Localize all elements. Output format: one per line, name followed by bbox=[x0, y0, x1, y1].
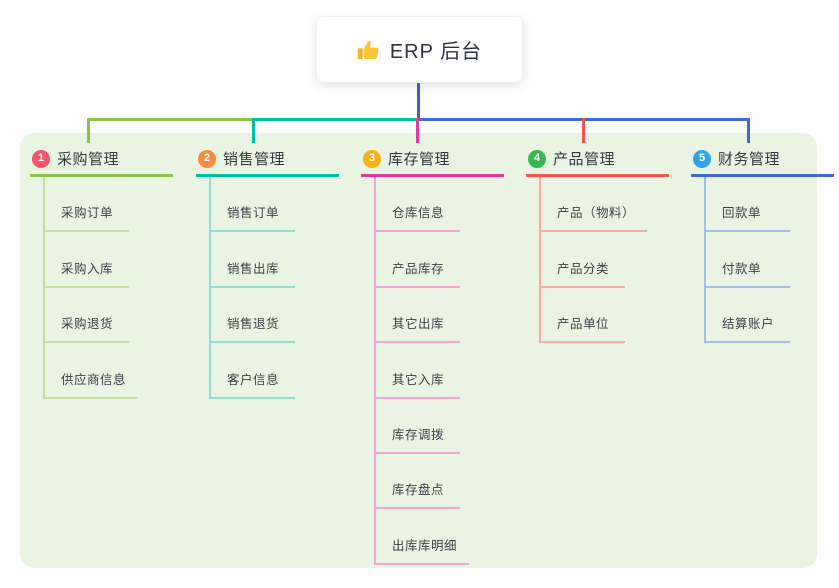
branch-number: 2 bbox=[203, 152, 211, 164]
child-node[interactable]: 其它出库 bbox=[376, 288, 460, 344]
branch-children: 仓库信息 产品库存 其它出库 其它入库 库存调拨 库存盘点 出库库明细 bbox=[374, 177, 470, 565]
child-node[interactable]: 客户信息 bbox=[211, 343, 295, 399]
child-node[interactable]: 销售订单 bbox=[211, 177, 295, 233]
branch: 5 财务管理 回款单 付款单 结算账户 bbox=[691, 143, 834, 344]
child-node[interactable]: 库存盘点 bbox=[376, 454, 460, 510]
child-node-label: 产品库存 bbox=[392, 261, 445, 276]
branch-number: 3 bbox=[368, 152, 376, 164]
child-node-label: 出库库明细 bbox=[392, 538, 458, 553]
branch-number-badge: 3 bbox=[363, 149, 381, 168]
child-node[interactable]: 付款单 bbox=[706, 232, 790, 288]
child-node-label: 采购订单 bbox=[61, 206, 114, 221]
child-node-label: 付款单 bbox=[722, 261, 762, 276]
child-node-label: 仓库信息 bbox=[392, 206, 445, 221]
child-node[interactable]: 采购订单 bbox=[45, 177, 129, 233]
child-node-label: 回款单 bbox=[722, 206, 762, 221]
root-node[interactable]: ERP 后台 bbox=[316, 16, 523, 83]
thumbs-up-icon bbox=[357, 40, 379, 59]
child-node[interactable]: 库存调拨 bbox=[376, 399, 460, 454]
child-node-label: 客户信息 bbox=[227, 372, 280, 387]
branch-label: 采购管理 bbox=[57, 151, 120, 168]
root-title: ERP 后台 bbox=[389, 41, 483, 63]
branch-label: 财务管理 bbox=[718, 151, 781, 168]
branch-label: 销售管理 bbox=[223, 151, 286, 168]
child-node-label: 产品单位 bbox=[557, 317, 610, 332]
child-node[interactable]: 产品单位 bbox=[541, 288, 625, 344]
child-node-label: 产品（物料） bbox=[557, 206, 636, 221]
child-node[interactable]: 销售退货 bbox=[211, 288, 295, 344]
branch-children: 回款单 付款单 结算账户 bbox=[704, 177, 790, 344]
child-node[interactable]: 采购退货 bbox=[45, 288, 129, 344]
branches-panel bbox=[20, 133, 817, 568]
child-node-label: 销售订单 bbox=[227, 206, 280, 221]
branch: 3 库存管理 仓库信息 产品库存 其它出库 其它入库 库存调拨 库存盘点 出库库… bbox=[361, 143, 504, 565]
branch-label: 产品管理 bbox=[553, 151, 616, 168]
child-node[interactable]: 出库库明细 bbox=[376, 509, 470, 565]
branch-header[interactable]: 4 产品管理 bbox=[526, 143, 669, 177]
branch-children: 产品（物料） 产品分类 产品单位 bbox=[539, 177, 648, 344]
branch-header[interactable]: 5 财务管理 bbox=[691, 143, 834, 177]
child-node[interactable]: 其它入库 bbox=[376, 343, 460, 399]
child-node-label: 采购入库 bbox=[61, 261, 114, 276]
child-node-label: 销售出库 bbox=[227, 261, 280, 276]
branch-header[interactable]: 2 销售管理 bbox=[196, 143, 339, 177]
child-node[interactable]: 回款单 bbox=[706, 177, 790, 233]
child-node[interactable]: 产品分类 bbox=[541, 232, 625, 288]
branch-number: 4 bbox=[533, 152, 541, 164]
branch-header[interactable]: 1 采购管理 bbox=[30, 143, 173, 177]
branch-number-badge: 4 bbox=[528, 149, 546, 168]
child-node-label: 其它入库 bbox=[392, 372, 445, 387]
branch-label: 库存管理 bbox=[388, 151, 451, 168]
branch-number: 5 bbox=[698, 152, 706, 164]
child-node-label: 结算账户 bbox=[722, 317, 775, 332]
child-node[interactable]: 采购入库 bbox=[45, 232, 129, 288]
branch: 1 采购管理 采购订单 采购入库 采购退货 供应商信息 bbox=[30, 143, 173, 399]
child-node[interactable]: 销售出库 bbox=[211, 232, 295, 288]
branch-number-badge: 2 bbox=[198, 149, 216, 168]
branch-number: 1 bbox=[37, 152, 45, 164]
child-node[interactable]: 供应商信息 bbox=[45, 343, 139, 399]
child-node[interactable]: 结算账户 bbox=[706, 288, 790, 344]
child-node-label: 采购退货 bbox=[61, 317, 114, 332]
branch: 4 产品管理 产品（物料） 产品分类 产品单位 bbox=[526, 143, 669, 344]
child-node-label: 产品分类 bbox=[557, 261, 610, 276]
branch-header[interactable]: 3 库存管理 bbox=[361, 143, 504, 177]
child-node[interactable]: 仓库信息 bbox=[376, 177, 460, 233]
branch-children: 采购订单 采购入库 采购退货 供应商信息 bbox=[43, 177, 139, 399]
branch-number-badge: 1 bbox=[32, 149, 50, 168]
child-node-label: 其它出库 bbox=[392, 317, 445, 332]
child-node-label: 销售退货 bbox=[227, 317, 280, 332]
child-node-label: 库存调拨 bbox=[392, 427, 445, 442]
branch-number-badge: 5 bbox=[693, 149, 711, 168]
child-node-label: 库存盘点 bbox=[392, 483, 445, 498]
branch-children: 销售订单 销售出库 销售退货 客户信息 bbox=[209, 177, 295, 399]
branch: 2 销售管理 销售订单 销售出库 销售退货 客户信息 bbox=[196, 143, 339, 399]
child-node[interactable]: 产品（物料） bbox=[541, 177, 648, 233]
child-node-label: 供应商信息 bbox=[61, 372, 127, 387]
child-node[interactable]: 产品库存 bbox=[376, 232, 460, 288]
